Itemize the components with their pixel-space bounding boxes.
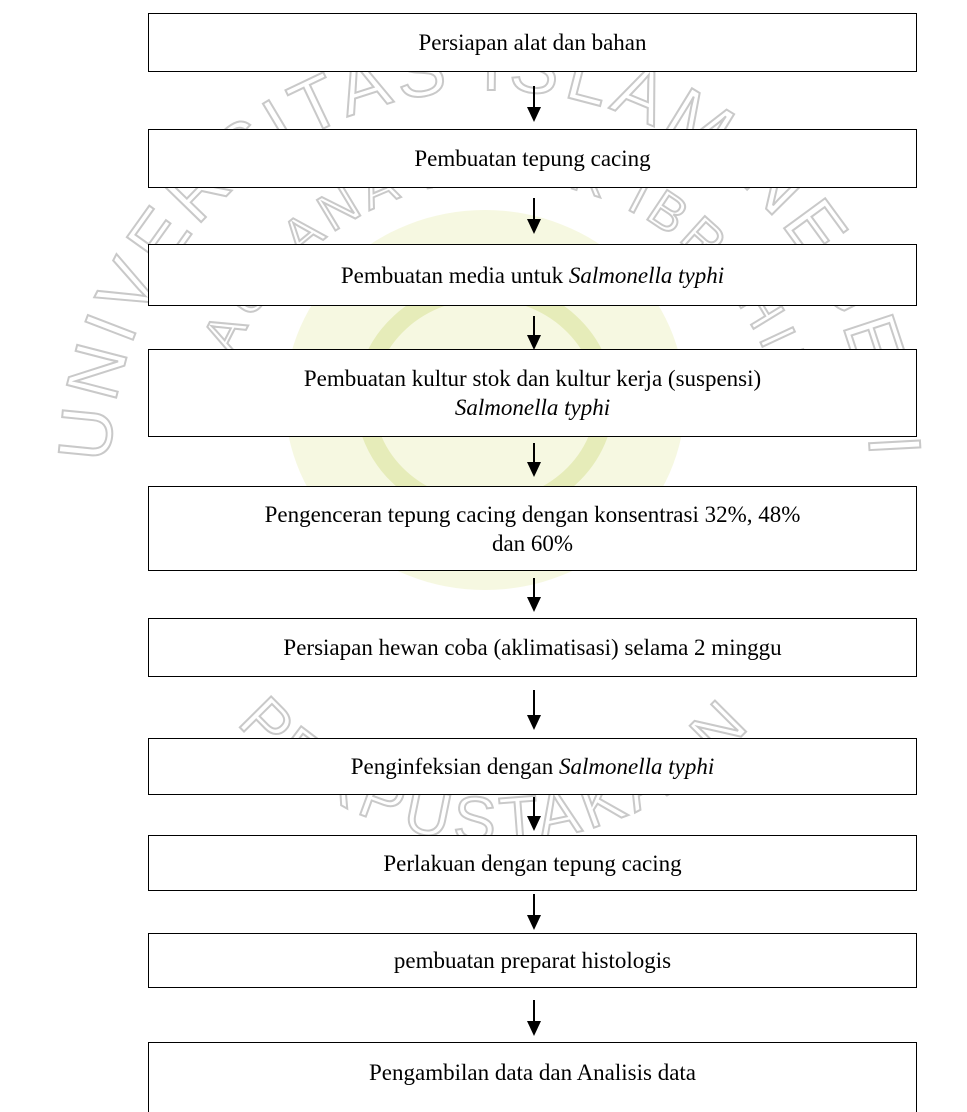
arrow-3-4: [522, 316, 546, 350]
step-5-text: Pengenceran tepung cacing dengan konsent…: [264, 501, 801, 527]
step-3-line: Pembuatan media untuk Salmonella typhi: [341, 261, 724, 290]
arrow-1-2: [522, 86, 546, 122]
step-1-box: Persiapan alat dan bahan: [148, 13, 917, 72]
step-6-text: Persiapan hewan coba (aklimatisasi) sela…: [283, 635, 782, 660]
step-4-text: Pembuatan kultur stok dan kultur kerja (…: [303, 366, 762, 391]
step-8-box: Perlakuan dengan tepung cacing: [148, 835, 917, 891]
step-3-box: Pembuatan media untuk Salmonella typhi: [148, 244, 917, 306]
step-3-text: Pembuatan media untuk: [340, 262, 569, 288]
step-7-italic: Salmonella typhi: [559, 754, 715, 779]
step-9-box: pembuatan preparat histologis: [148, 933, 917, 988]
step-7-box: Penginfeksian dengan Salmonella typhi: [148, 738, 917, 795]
step-7-line: Penginfeksian dengan Salmonella typhi: [351, 752, 714, 781]
step-4-italic: Salmonella typhi: [454, 395, 611, 420]
step-8-text: Perlakuan dengan tepung cacing: [383, 850, 682, 876]
step-10-text: Pengambilan data dan Analisis data: [368, 1060, 697, 1085]
step-10-box: Pengambilan data dan Analisis data: [148, 1042, 917, 1112]
arrow-6-7: [522, 690, 546, 730]
arrow-9-10: [522, 1000, 546, 1036]
step-7-text: Penginfeksian dengan: [350, 754, 559, 779]
step-5-box: Pengenceran tepung cacing dengan konsent…: [148, 486, 917, 571]
step-5-text-line2: dan 60%: [491, 530, 574, 556]
step-6-box: Persiapan hewan coba (aklimatisasi) sela…: [148, 618, 917, 677]
arrow-7-8: [522, 797, 546, 831]
arrow-2-3: [522, 198, 546, 234]
step-2-text: Pembuatan tepung cacing: [414, 146, 651, 171]
step-2-box: Pembuatan tepung cacing: [148, 129, 917, 188]
arrow-8-9: [522, 894, 546, 930]
step-9-text: pembuatan preparat histologis: [393, 948, 672, 973]
step-3-italic: Salmonella typhi: [568, 262, 725, 288]
step-4-box: Pembuatan kultur stok dan kultur kerja (…: [148, 349, 917, 437]
arrow-4-5: [522, 443, 546, 477]
arrow-5-6: [522, 578, 546, 612]
step-1-text: Persiapan alat dan bahan: [418, 30, 647, 55]
